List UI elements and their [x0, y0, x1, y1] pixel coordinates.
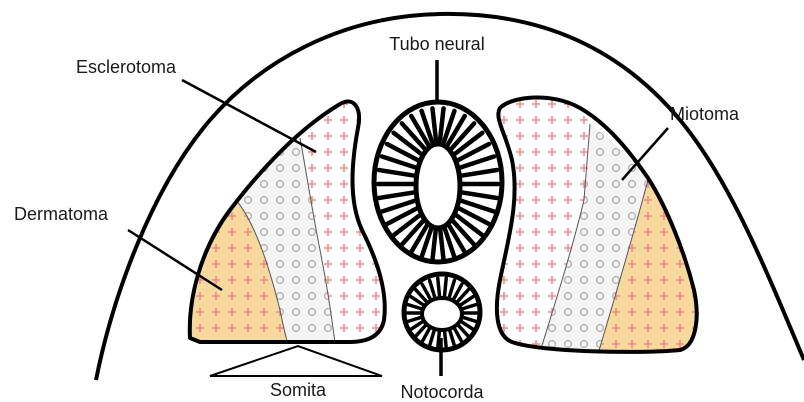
stripe — [438, 278, 440, 298]
label-notocorda: Notocorda — [400, 382, 484, 402]
stripe — [444, 278, 446, 298]
label-tubo-neural: Tubo neural — [389, 34, 484, 54]
label-miotoma: Miotoma — [670, 104, 740, 124]
label-somita: Somita — [270, 380, 327, 400]
label-esclerotoma: Esclerotoma — [76, 57, 177, 77]
neural-tube — [374, 102, 502, 262]
leader-esclerotoma — [182, 80, 316, 152]
label-dermatoma: Dermatoma — [14, 204, 109, 224]
left-somite — [150, 80, 410, 360]
somita-bracket — [210, 346, 382, 376]
